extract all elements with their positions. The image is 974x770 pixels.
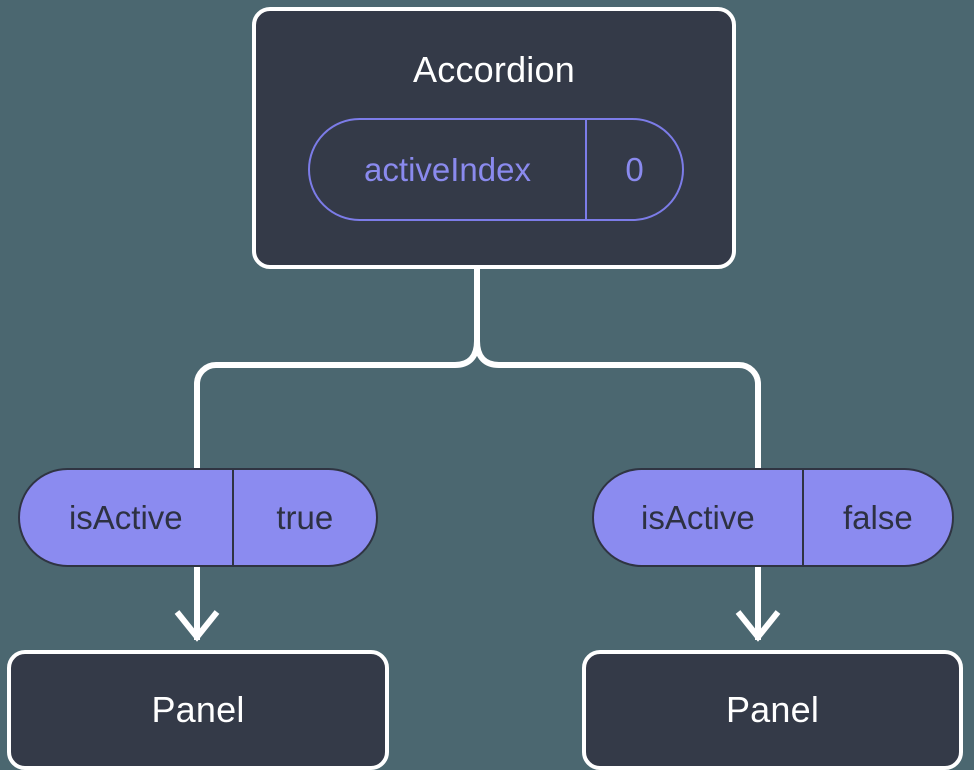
arrowhead-left-icon [174,610,220,642]
node-panel-left[interactable]: Panel [7,650,389,770]
badge-is-active-false-value: false [801,470,952,565]
badge-is-active-false-key: isActive [640,498,755,536]
badge-is-active-true-value: true [231,470,376,565]
node-accordion-title: Accordion [413,49,575,90]
badge-active-index-key: activeIndex [364,150,531,188]
wire-branch-bus [194,340,761,468]
badge-active-index[interactable]: activeIndex 0 [308,118,684,221]
badge-is-active-true-key: isActive [68,498,183,536]
arrowhead-right-icon [735,610,781,642]
badge-is-active-false[interactable]: isActive false [592,468,954,567]
node-panel-right-title: Panel [725,689,820,730]
node-panel-left-title: Panel [151,689,245,730]
badge-active-index-value: 0 [585,120,682,219]
node-panel-right[interactable]: Panel [582,650,963,770]
badge-is-active-true[interactable]: isActive true [18,468,378,567]
